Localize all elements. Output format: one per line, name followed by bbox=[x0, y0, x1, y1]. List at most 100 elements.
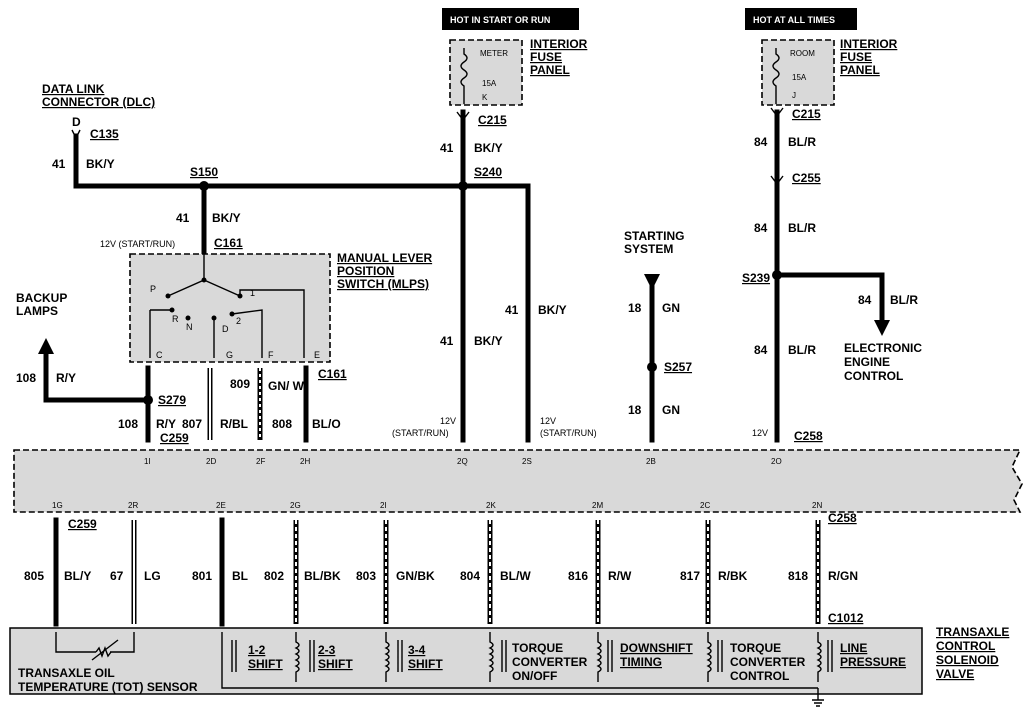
fuse2-color-3: BL/R bbox=[788, 343, 816, 357]
fuse2-circuit-3: 84 bbox=[754, 343, 768, 357]
voltage-2s: 12V bbox=[540, 416, 556, 426]
wire-808-circuit: 808 bbox=[272, 417, 292, 431]
fuse2-circuit-2: 84 bbox=[754, 221, 768, 235]
wire-805-color: BL/Y bbox=[64, 569, 91, 583]
wire-817-color: R/BK bbox=[718, 569, 748, 583]
fuse1-circuit-left: 41 bbox=[440, 334, 454, 348]
sol-tccc-2: CONVERTER bbox=[730, 655, 806, 669]
wire-817-circuit: 817 bbox=[680, 569, 700, 583]
sol-tccc-1: TORQUE bbox=[730, 641, 781, 655]
wire-67-circuit: 67 bbox=[110, 569, 124, 583]
backup-circuit: 108 bbox=[16, 371, 36, 385]
splice-s240-label: S240 bbox=[474, 165, 502, 179]
fuse-2-pin: J bbox=[792, 91, 796, 100]
left-voltage: 12V (START/RUN) bbox=[100, 239, 175, 249]
c255-label: C255 bbox=[792, 171, 821, 185]
fuse-2-title-3: PANEL bbox=[840, 63, 880, 77]
mlps-pos-r: R bbox=[172, 314, 179, 324]
solenoid-title-4: VALVE bbox=[936, 667, 974, 681]
mlps-pos-1: 1 bbox=[250, 288, 255, 298]
lower-wires bbox=[53, 517, 821, 627]
wire-803-color: GN/BK bbox=[396, 569, 435, 583]
wire-807-color: R/BL bbox=[220, 417, 248, 431]
fuse2-color-2: BL/R bbox=[788, 221, 816, 235]
fuse-panel-1-box bbox=[449, 39, 523, 106]
wire-816-circuit: 816 bbox=[568, 569, 588, 583]
wire-67-color: LG bbox=[144, 569, 161, 583]
sol-line-1: LINE bbox=[840, 641, 867, 655]
sol-tccc-3: CONTROL bbox=[730, 669, 789, 683]
fuse-1-connector: C215 bbox=[478, 113, 507, 127]
pin-2r: 2R bbox=[128, 501, 138, 510]
backup-title-2: LAMPS bbox=[16, 304, 58, 318]
pin-2d: 2D bbox=[206, 457, 216, 466]
left-circuit: 41 bbox=[176, 211, 190, 225]
splice-s279 bbox=[143, 395, 153, 405]
fuse-panel-2-box bbox=[761, 39, 835, 106]
wire-818-circuit: 818 bbox=[788, 569, 808, 583]
dlc-title-1: DATA LINK bbox=[42, 82, 105, 96]
eec-arrow bbox=[874, 320, 890, 336]
fuse-2-title-2: FUSE bbox=[840, 50, 872, 64]
c161-bottom: C161 bbox=[318, 367, 347, 381]
backup-color: R/Y bbox=[56, 371, 76, 385]
pcm-connector-band bbox=[13, 449, 1023, 513]
sol-down-1: DOWNSHIFT bbox=[620, 641, 693, 655]
splice-s279-label: S279 bbox=[158, 393, 186, 407]
fuse-2-name: ROOM bbox=[790, 49, 815, 58]
pin-2n: 2N bbox=[812, 501, 822, 510]
wire-804-color: BL/W bbox=[500, 569, 531, 583]
wire-809-color: GN/ W bbox=[268, 379, 305, 393]
dlc-pin: D bbox=[72, 115, 81, 129]
solenoid-block bbox=[9, 627, 923, 695]
solenoid-title-3: SOLENOID bbox=[936, 653, 999, 667]
mlps-box bbox=[129, 253, 331, 363]
fuse1-color-right: BK/Y bbox=[538, 303, 567, 317]
wire-809-circuit: 809 bbox=[230, 377, 250, 391]
fuse1-color: BK/Y bbox=[474, 141, 503, 155]
solenoid-title-1: TRANSAXLE bbox=[936, 625, 1009, 639]
sol-23-2: SHIFT bbox=[318, 657, 353, 671]
c215-2-symbol bbox=[770, 107, 784, 118]
starting-color: GN bbox=[662, 301, 680, 315]
mlps-pos-n: N bbox=[186, 322, 193, 332]
pin-2e: 2E bbox=[216, 501, 226, 510]
mlps-pos-d: D bbox=[222, 324, 229, 334]
mlps-pos-2: 2 bbox=[236, 316, 241, 326]
mlps-pin-g: G bbox=[226, 350, 233, 360]
sol-tcc-2: CONVERTER bbox=[512, 655, 588, 669]
pin-2g: 2G bbox=[290, 501, 301, 510]
starting-title-2: SYSTEM bbox=[624, 242, 673, 256]
voltage-2q: 12V bbox=[440, 416, 456, 426]
pin-2i: 2I bbox=[380, 501, 387, 510]
splice-s239-label: S239 bbox=[742, 271, 770, 285]
pin-1i: 1I bbox=[144, 457, 151, 466]
wire-808-color: BL/O bbox=[312, 417, 341, 431]
wire-801-circuit: 801 bbox=[192, 569, 212, 583]
solenoid-title-2: CONTROL bbox=[936, 639, 995, 653]
tot-label-2: TEMPERATURE (TOT) SENSOR bbox=[18, 680, 198, 694]
sol-34-2: SHIFT bbox=[408, 657, 443, 671]
wire-84-branch bbox=[774, 272, 885, 327]
sol-line-2: PRESSURE bbox=[840, 655, 906, 669]
voltage-2s-sub: (START/RUN) bbox=[540, 428, 597, 438]
pin-2m: 2M bbox=[592, 501, 603, 510]
pin-2b: 2B bbox=[646, 457, 656, 466]
wire-41-horizontal bbox=[73, 133, 466, 189]
voltage-2o: 12V bbox=[752, 428, 768, 438]
sol-tcc-3: ON/OFF bbox=[512, 669, 557, 683]
fuse-1-title-1: INTERIOR bbox=[530, 37, 588, 51]
coil-symbols bbox=[231, 632, 833, 682]
fuse-1-title-2: FUSE bbox=[530, 50, 562, 64]
wire-802-circuit: 802 bbox=[264, 569, 284, 583]
fuse-1-symbol bbox=[460, 48, 468, 104]
dlc-circuit: 41 bbox=[52, 157, 66, 171]
splice-s257 bbox=[647, 362, 657, 372]
pin-2o: 2O bbox=[771, 457, 782, 466]
starting-color-2: GN bbox=[662, 403, 680, 417]
c258-lower: C258 bbox=[828, 511, 857, 525]
eec-title-1: ELECTRONIC bbox=[844, 341, 922, 355]
c215-1-symbol bbox=[456, 111, 470, 122]
wire-108-color: R/Y bbox=[156, 417, 176, 431]
